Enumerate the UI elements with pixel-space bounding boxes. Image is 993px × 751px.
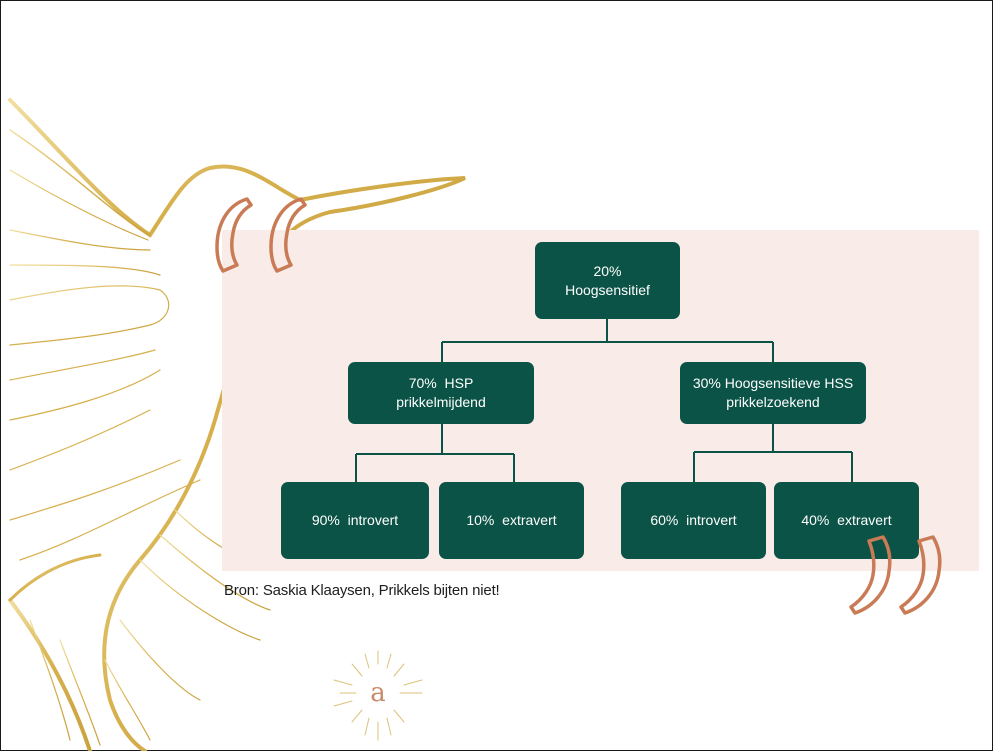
node-hsp-label: prikkelmijdend — [396, 394, 486, 410]
node-label: 60% introvert — [650, 512, 737, 528]
node-root-label: Hoogsensitief — [565, 281, 650, 298]
node-hsp: 70% HSP prikkelmijdend — [348, 362, 534, 424]
logo-mark: a — [370, 678, 386, 708]
node-root-percent: 20% — [593, 262, 622, 279]
node-label: 40% extravert — [801, 512, 892, 528]
node-label: 90% introvert — [311, 512, 399, 528]
node-hsp-percent: 70% HSP — [408, 375, 474, 391]
node-hss-percent: 30% Hoogsensitieve HSS — [692, 375, 854, 391]
node-label: 10% extravert — [466, 512, 557, 528]
node-hss-extravert: 40% extravert — [774, 482, 919, 559]
node-hss-label: prikkelzoekend — [726, 394, 820, 410]
node-hss: 30% Hoogsensitieve HSS prikkelzoekend — [680, 362, 866, 424]
node-root: 20% Hoogsensitief — [535, 242, 680, 319]
closing-quote-icon — [849, 535, 942, 615]
node-hsp-introvert: 90% introvert — [281, 482, 429, 559]
node-hss-introvert: 60% introvert — [621, 482, 766, 559]
source-citation: Bron: Saskia Klaaysen, Prikkels bijten n… — [224, 582, 500, 599]
opening-quote-icon — [215, 197, 307, 273]
node-hsp-extravert: 10% extravert — [439, 482, 584, 559]
